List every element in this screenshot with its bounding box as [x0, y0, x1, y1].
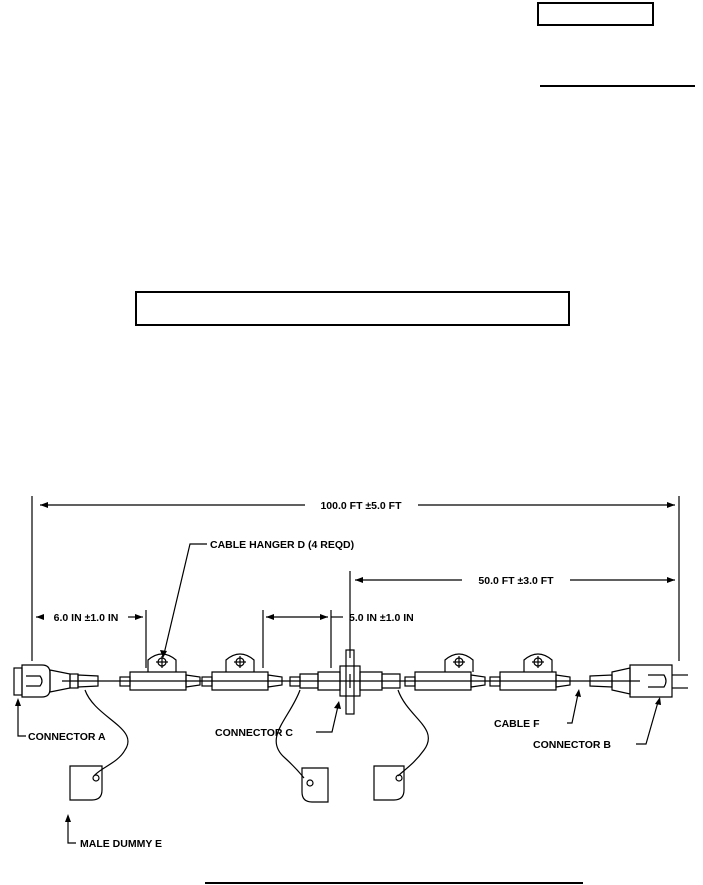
tether-right — [397, 689, 429, 777]
cable-hanger-icon — [404, 653, 486, 691]
cable-hanger-icon — [119, 653, 201, 691]
leader-connector-a — [17, 703, 26, 737]
arrowhead — [15, 698, 21, 706]
arrowhead — [575, 689, 581, 697]
dim-half-length: 50.0 FT ±3.0 FT — [478, 575, 554, 587]
cable-hanger-icon — [201, 653, 283, 691]
arrowhead — [65, 814, 71, 822]
dim-connector-c-offset: 5.0 IN ±1.0 IN — [349, 612, 414, 624]
label-connector-b: CONNECTOR B — [533, 739, 611, 751]
label-cable-hanger: CABLE HANGER D (4 REQD) — [210, 539, 354, 551]
male-dummy-icon — [373, 765, 405, 801]
dummy-ring-icon — [395, 774, 403, 782]
dim-overall-length: 100.0 FT ±5.0 FT — [320, 500, 402, 512]
leader-male-dummy — [67, 836, 76, 844]
arrowhead — [334, 701, 341, 709]
connector-a-icon — [13, 664, 99, 698]
label-connector-c: CONNECTOR C — [215, 727, 293, 739]
label-male-dummy: MALE DUMMY E — [80, 838, 162, 850]
header-rule — [540, 85, 695, 87]
label-connector-a: CONNECTOR A — [28, 731, 106, 743]
dummy-ring-icon — [92, 774, 100, 782]
tether-center — [275, 689, 305, 779]
dim-connector-a-offset: 6.0 IN ±1.0 IN — [54, 612, 119, 624]
header-box — [537, 2, 654, 26]
male-dummy-icon — [69, 765, 103, 801]
leader-connector-b — [636, 701, 659, 745]
connector-b-icon — [589, 664, 688, 698]
leader-connector-c — [316, 705, 339, 733]
dummy-ring-icon — [306, 779, 314, 787]
arrowhead — [160, 650, 167, 658]
leader-cable-f — [567, 693, 579, 724]
footer-rule — [205, 882, 583, 884]
arrowhead — [655, 697, 661, 705]
cable-assembly-diagram: 100.0 FT ±5.0 FT 50.0 FT ±3.0 FT 6.0 IN … — [13, 496, 688, 850]
label-cable-f: CABLE F — [494, 718, 540, 730]
tether-left — [84, 689, 129, 777]
male-dummy-icon — [301, 767, 329, 803]
leader-cable-hanger — [163, 543, 207, 655]
figure-title-box — [135, 291, 570, 326]
cable-hanger-icon — [489, 653, 571, 691]
connector-c-icon — [289, 649, 401, 715]
